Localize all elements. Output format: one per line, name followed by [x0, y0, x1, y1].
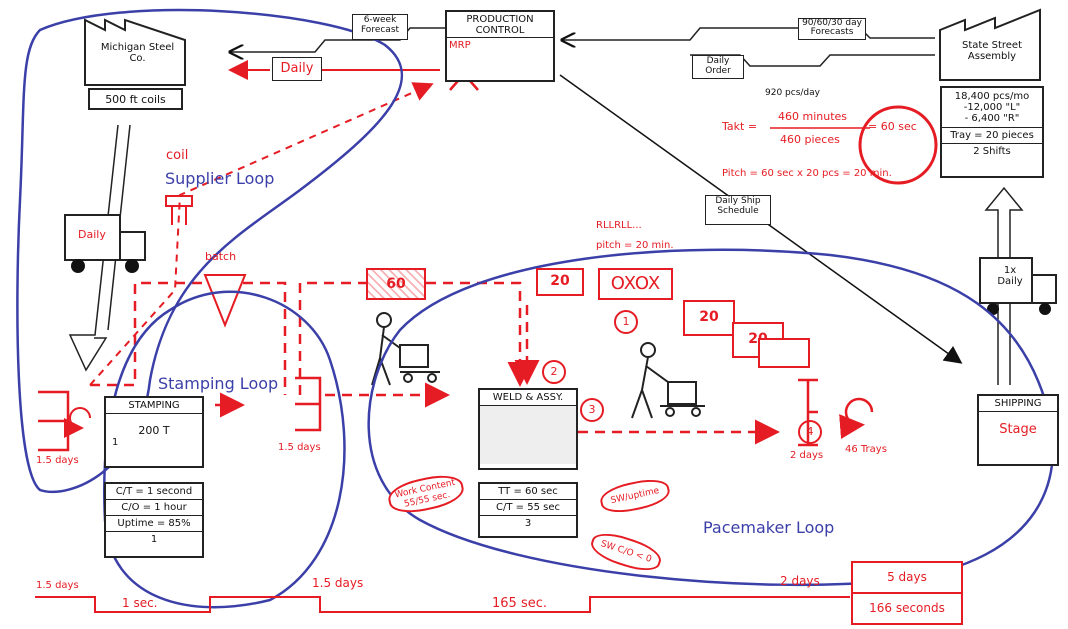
- trays-label: 46 Trays: [845, 444, 887, 455]
- weld-data-box: TT = 60 sec C/T = 55 sec 3: [478, 482, 578, 538]
- material-handler-icon-2: [632, 343, 705, 418]
- kanban-card-20-c: 20: [758, 338, 810, 368]
- weld-process-box: WELD & ASSY.: [478, 388, 578, 470]
- takt-numerator: 460 minutes: [778, 110, 847, 123]
- customer-demand-monthly: 18,400 pcs/mo: [942, 88, 1042, 102]
- stamping-title: STAMPING: [106, 398, 202, 414]
- six-week-forecast-label: 6-week Forecast: [352, 14, 408, 40]
- weld-title: WELD & ASSY.: [480, 390, 576, 406]
- timeline-total-lead: 5 days: [852, 570, 962, 584]
- step-marker-4: 4: [798, 420, 822, 444]
- pcs-per-day: 920 pcs/day: [765, 88, 820, 98]
- takt-label: Takt =: [722, 120, 757, 133]
- supplier-loop-label: Supplier Loop: [165, 169, 274, 188]
- customer-data-box: 18,400 pcs/mo -12,000 "L" - 6,400 "R" Tr…: [940, 86, 1044, 178]
- supplier-data-value: 500 ft coils: [105, 93, 166, 106]
- timeline-total-process: 166 seconds: [852, 601, 962, 615]
- customer-name: State Street Assembly: [948, 40, 1036, 62]
- timeline-process-2: 165 sec.: [492, 596, 547, 611]
- stamping-changeover: C/O = 1 hour: [106, 500, 202, 516]
- truck-1x-daily-label: 1x Daily: [992, 265, 1028, 287]
- shipping-title: SHIPPING: [979, 396, 1057, 412]
- kanban-card-20-withdrawal: 20: [536, 268, 584, 296]
- raw-inventory-time: 1.5 days: [36, 455, 79, 466]
- mrp-label: MRP: [447, 38, 553, 53]
- daily-ship-schedule-label: Daily Ship Schedule: [705, 195, 771, 225]
- load-leveling-box: OXOX: [598, 268, 673, 300]
- step-marker-3: 3: [580, 398, 604, 422]
- ninety-day-forecast-label: 90/60/30 day Forecasts: [798, 18, 866, 40]
- electronic-forecast-line-customer: [562, 28, 935, 40]
- stamping-tonnage: 200 T: [106, 414, 202, 437]
- supplier-data-box: 500 ft coils: [88, 88, 183, 110]
- stamping-operator-count: 1: [106, 532, 202, 547]
- electronic-forecast-line-supplier: [230, 28, 445, 52]
- pitch-formula: Pitch = 60 sec x 20 pcs = 20 min.: [722, 168, 892, 179]
- rllrll-label: RLLRLL...: [596, 220, 642, 231]
- supplier-truck-icon: [65, 215, 145, 273]
- shipping-box: SHIPPING Stage: [977, 394, 1059, 466]
- weld-takt-time: TT = 60 sec: [480, 484, 576, 500]
- step-marker-2: 2: [542, 360, 566, 384]
- customer-demand-left: -12,000 "L": [942, 102, 1042, 113]
- customer-demand-right: - 6,400 "R": [942, 113, 1042, 128]
- customer-tray-size: Tray = 20 pieces: [942, 128, 1042, 144]
- kanban-card-20-a: 20: [683, 300, 735, 336]
- stamping-operators: 1: [106, 437, 202, 448]
- takt-denominator: 460 pieces: [780, 133, 840, 146]
- step-marker-1: 1: [614, 310, 638, 334]
- stamping-in-supermarket-icon: [38, 392, 68, 450]
- timeline-process-1: 1 sec.: [122, 596, 158, 610]
- customer-shifts: 2 Shifts: [942, 144, 1042, 157]
- stamping-uptime: Uptime = 85%: [106, 516, 202, 532]
- shipping-stage: Stage: [979, 412, 1057, 437]
- supplier-name: Michigan Steel Co.: [100, 42, 175, 64]
- timeline-lead-2: 1.5 days: [312, 576, 363, 590]
- pacemaker-loop-label: Pacemaker Loop: [703, 518, 834, 537]
- wip-inventory-time: 1.5 days: [278, 442, 321, 453]
- pull-circle-icon-shipping: [846, 399, 872, 425]
- timeline-lead-1: 1.5 days: [36, 580, 79, 591]
- coil-label: coil: [166, 148, 188, 163]
- production-control-box: PRODUCTION CONTROL MRP: [445, 10, 555, 82]
- kanban-card-60: 60: [366, 268, 426, 300]
- stamping-loop-label: Stamping Loop: [158, 374, 278, 393]
- truck-daily-label: Daily: [78, 228, 106, 241]
- batch-label: batch: [205, 250, 236, 263]
- stamping-cycle-time: C/T = 1 second: [106, 484, 202, 500]
- takt-result: = 60 sec: [868, 120, 917, 133]
- daily-red-label: Daily: [272, 57, 322, 81]
- weld-operators: 3: [480, 516, 576, 531]
- pull-circle-icon-stamping: [70, 408, 90, 428]
- daily-order-label: Daily Order: [692, 55, 744, 79]
- stamping-process-box: STAMPING 200 T 1: [104, 396, 204, 468]
- pitch-label: pitch = 20 min.: [596, 240, 674, 251]
- timeline-lead-3: 2 days: [780, 574, 820, 588]
- fg-inventory-time: 2 days: [790, 450, 823, 461]
- stamping-data-box: C/T = 1 second C/O = 1 hour Uptime = 85%…: [104, 482, 204, 558]
- weld-cycle-time: C/T = 55 sec: [480, 500, 576, 516]
- production-control-title: PRODUCTION CONTROL: [447, 12, 553, 38]
- batch-signal-kanban-icon: [205, 275, 245, 325]
